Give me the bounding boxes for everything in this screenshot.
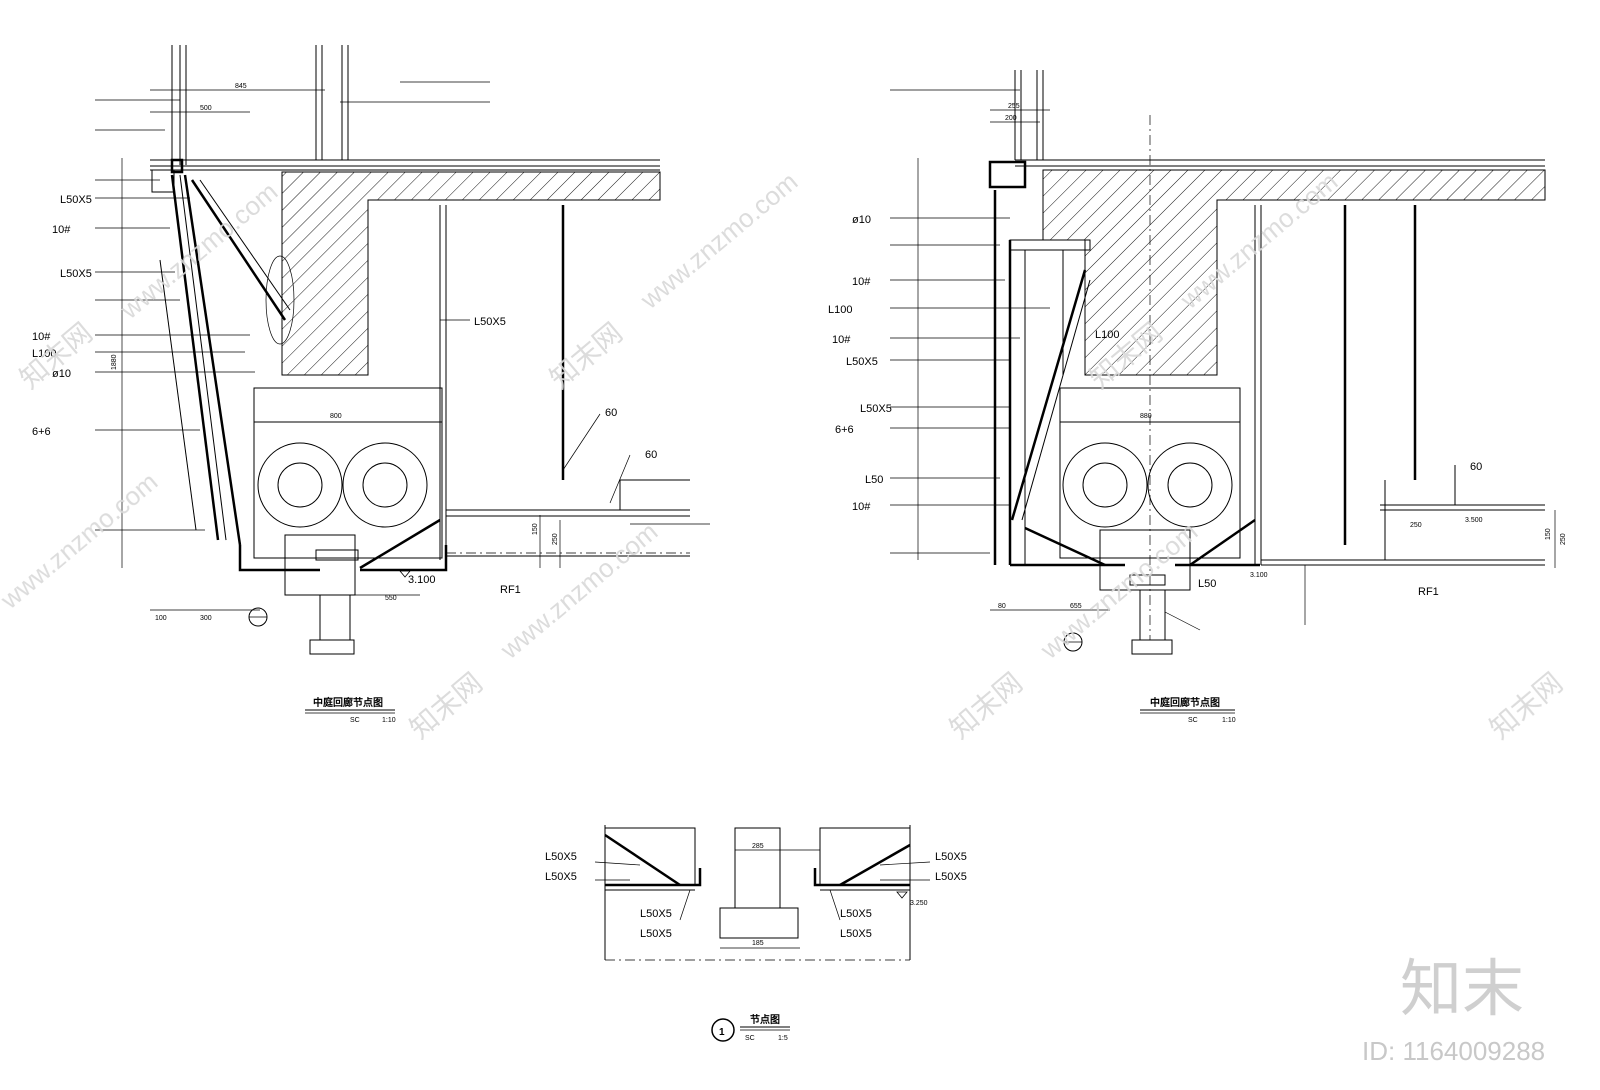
watermark-brand-1: 知末网 [14,317,98,395]
right-label-60: 60 [1470,461,1482,473]
bottom-dim-bottom: 185 [752,940,764,947]
bottom-label-right-4: L50X5 [840,928,872,940]
right-label-10-c: 10# [852,501,871,513]
right-detail [890,70,1556,655]
watermark-brand-6: 知末网 [1484,667,1568,745]
left-label-l50x5-r: L50X5 [474,316,506,328]
right-label-l50-r: L50 [1198,578,1216,590]
right-dim-top: 255 [1008,103,1020,110]
watermark-brand-5: 知末网 [944,667,1028,745]
right-label-10-b: 10# [832,334,851,346]
bottom-elevation: 3.250 [910,900,928,907]
watermark-site-4: www.znzmo.com [0,466,163,615]
right-label-l100-r: L100 [1095,329,1119,341]
left-dim-mid: 500 [200,105,212,112]
left-label-l100: L100 [32,348,56,360]
left-detail-title: 中庭回廊节点图 [313,696,383,709]
left-label-10-a: 10# [52,224,71,236]
watermark-group: 知末网 www.znzmo.com 知末网 www.znzmo.com 知末网 … [0,166,1568,744]
left-dim-h1: 1880 [111,354,118,370]
znzmo-logo: 知末 ID: 1164009288 [1362,955,1545,1066]
right-label-rf1: RF1 [1418,586,1439,598]
left-label-phi10: ø10 [52,368,71,380]
left-dim-top: 845 [235,83,247,90]
detail-marker [711,1018,735,1042]
watermark-brand-2: 知末网 [544,317,628,395]
right-dim-w2: 655 [1070,603,1082,610]
right-label-l50x5-b: L50X5 [860,403,892,415]
left-label-l50x5-a: L50X5 [60,194,92,206]
bottom-detail-labels: L50X5 L50X5 L50X5 L50X5 L50X5 L50X5 L50X… [545,843,967,1042]
right-scale: 1:10 [1222,717,1236,724]
bottom-label-left-2: L50X5 [545,871,577,883]
right-label-l50: L50 [865,474,883,486]
right-label-l100: L100 [828,304,852,316]
left-dim-b1: 100 [155,615,167,622]
bottom-label-left-3: L50X5 [640,908,672,920]
right-dim-w1: 880 [1140,413,1152,420]
right-dim-d2: 150 [1545,528,1552,540]
right-elevation-1: 3.100 [1250,572,1268,579]
bottom-detail [604,825,911,961]
bottom-dim-top: 285 [752,843,764,850]
left-label-10-b: 10# [32,331,51,343]
bottom-label-left-1: L50X5 [545,851,577,863]
image-id-text: ID: 1164009288 [1362,1036,1545,1066]
bottom-scale: 1:5 [778,1035,788,1042]
right-dim-mid: 200 [1005,115,1017,122]
bottom-detail-title: 节点图 [750,1013,780,1026]
left-dim-d1: 150 [532,523,539,535]
left-dim-d2: 250 [552,533,559,545]
left-scale: 1:10 [382,717,396,724]
left-detail [95,45,710,655]
right-dim-d3: 250 [1560,533,1567,545]
right-label-glass: 6+6 [835,424,854,436]
left-label-glass: 6+6 [32,426,51,438]
right-label-l50x5-a: L50X5 [846,356,878,368]
left-label-rf1: RF1 [500,584,521,596]
watermark-brand-4: 知末网 [404,667,488,745]
left-label-60-a: 60 [605,407,617,419]
right-scale-prefix: SC [1188,717,1198,724]
watermark-site-1: www.znzmo.com [114,176,283,325]
bottom-label-right-2: L50X5 [935,871,967,883]
bottom-label-right-3: L50X5 [840,908,872,920]
left-detail-labels: L50X5 10# L50X5 10# L100 ø10 6+6 L50X5 6… [32,83,657,724]
bottom-marker-number: 1 [719,1027,725,1038]
bottom-label-right-1: L50X5 [935,851,967,863]
right-elevation-2: 3.500 [1465,517,1483,524]
right-label-phi10: ø10 [852,214,871,226]
watermark-site-6: www.znzmo.com [1034,516,1203,665]
right-dim-d1: 250 [1410,522,1422,529]
left-elevation: 3.100 [408,574,436,586]
right-dim-b1: 80 [998,603,1006,610]
left-scale-prefix: SC [350,717,360,724]
left-dim-b2: 300 [200,615,212,622]
right-detail-title: 中庭回廊节点图 [1150,696,1220,709]
left-label-l50x5-b: L50X5 [60,268,92,280]
bottom-scale-prefix: SC [745,1035,755,1042]
left-dim-w2: 550 [385,595,397,602]
left-label-60-b: 60 [645,449,657,461]
right-label-10-a: 10# [852,276,871,288]
left-dim-w1: 800 [330,413,342,420]
right-detail-labels: ø10 10# L100 10# L50X5 L50X5 6+6 L50 10#… [828,103,1567,724]
bottom-label-left-4: L50X5 [640,928,672,940]
logo-text: 知末 [1400,955,1524,1024]
